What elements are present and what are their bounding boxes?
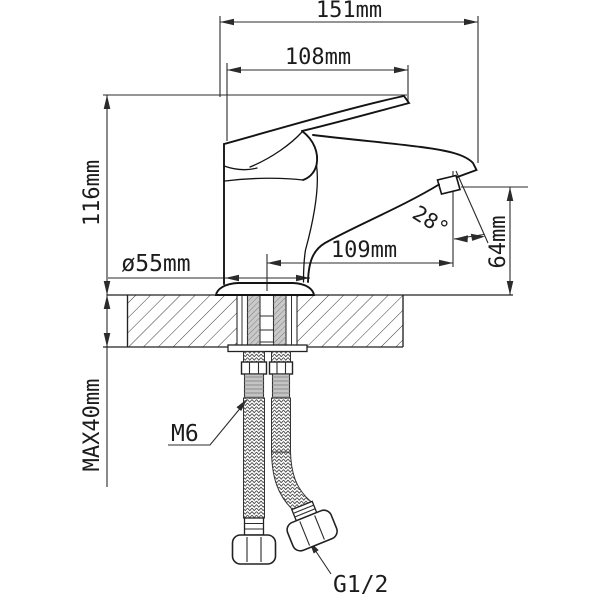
label-mounting-stud: M6: [171, 421, 199, 447]
supply-hose-right: [268, 351, 338, 552]
dim-spout-reach-label: 109mm: [331, 238, 397, 263]
dim-handle-reach-label: 108mm: [285, 45, 351, 70]
dimension-arrowheads: [103, 18, 514, 554]
faucet-outline: [214, 94, 478, 296]
hose-nut: [240, 361, 268, 375]
dim-spout-angle-label: 28°: [408, 201, 453, 241]
label-hose-connection: G1/2: [333, 572, 388, 598]
lever-handle: [223, 94, 411, 145]
dimension-labels: 151mm 108mm 116mm ø55mm 109mm 28° 64mm M…: [80, 0, 511, 598]
dim-outlet-height-label: 64mm: [486, 216, 511, 269]
mounting-shank: [241, 294, 292, 348]
aerator: [436, 174, 461, 195]
hose-hex-fitting: [286, 509, 338, 552]
supply-hose-left: [231, 351, 277, 565]
dim-overall-width-label: 151mm: [316, 0, 382, 23]
hose-hex-fitting: [231, 534, 277, 565]
countertop-hatch-left: [127, 295, 237, 347]
mounting-washer-plate: [227, 344, 308, 353]
dim-body-height-label: 116mm: [80, 160, 105, 226]
spout: [312, 134, 478, 179]
base-flange: [214, 282, 316, 296]
countertop-hatch-right: [297, 295, 403, 347]
countertop-section: [103, 294, 513, 348]
hose-nut: [268, 361, 294, 375]
hose-crimp-sleeve: [243, 517, 265, 536]
dim-base-diameter-label: ø55mm: [121, 251, 190, 277]
dim-max-thickness-label: MAX40mm: [80, 379, 105, 472]
